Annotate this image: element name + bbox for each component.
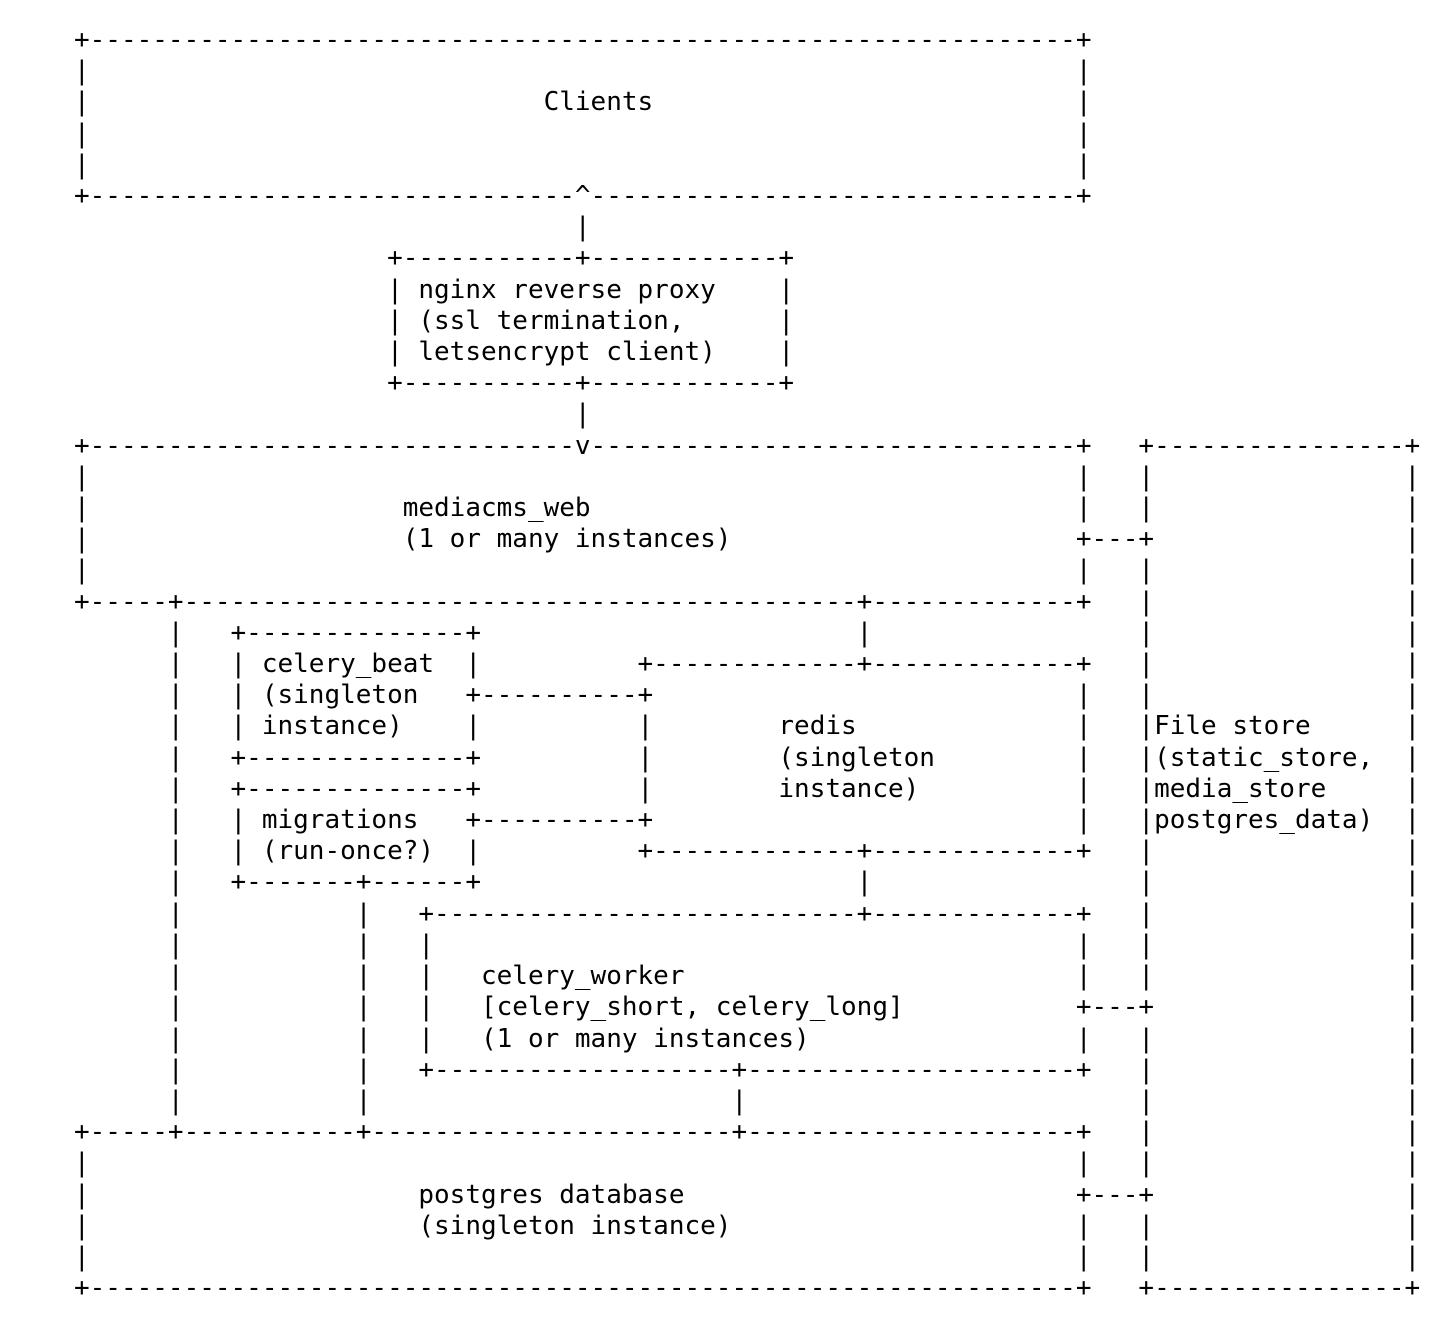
ascii-diagram-text: +---------------------------------------… [74, 25, 1421, 1304]
